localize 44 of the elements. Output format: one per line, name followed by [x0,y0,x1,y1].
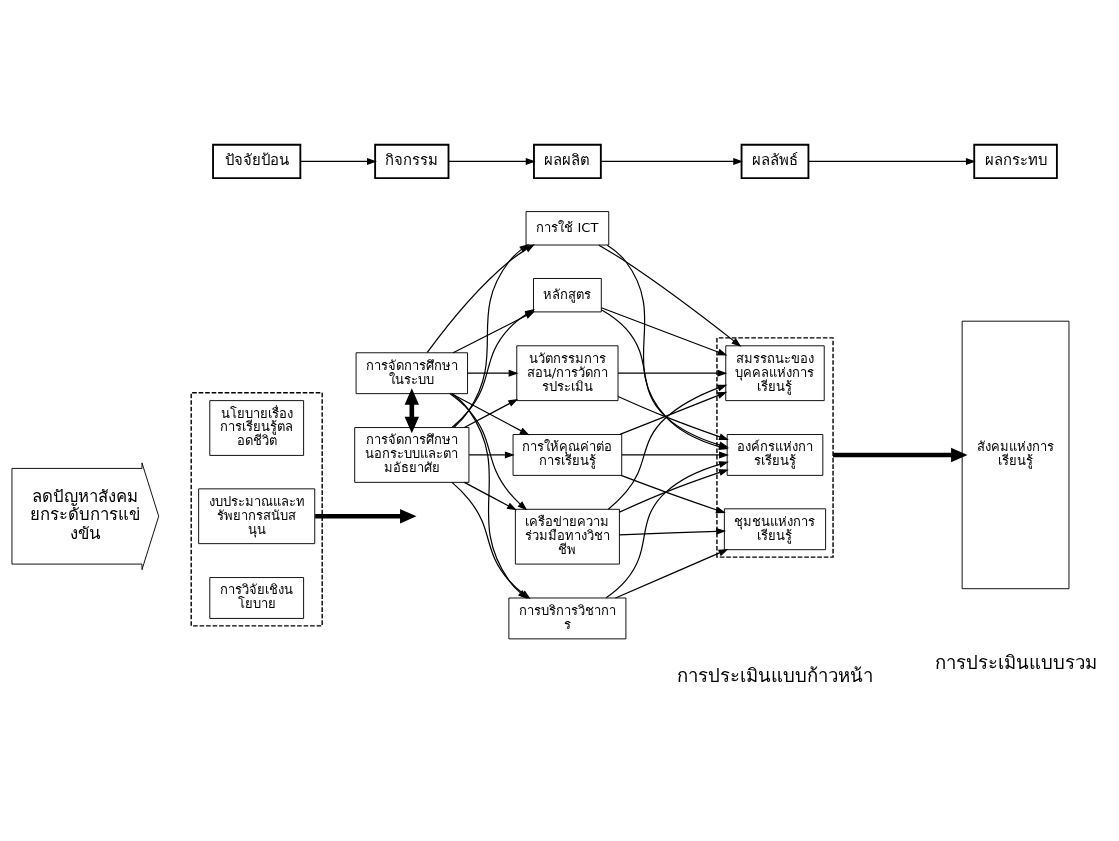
node-box: การจัดการศึกษานอกระบบและตามอัธยาศัย [354,427,470,483]
node-box: การวิจัยเชิงนโยบาย [209,577,305,619]
arrow [600,157,744,165]
label: การประเมินแบบรวม [934,651,1097,673]
arrow [463,481,517,511]
node-box: นโยบายเรื่องการเรียนรู้ตลอดชีวิต [209,400,305,456]
cluster [190,392,323,627]
node-box: ผลกระทบ [973,143,1058,180]
label: การประเมินแบบก้าวหน้า [676,664,873,686]
node-box: สังคมแห่งการเรียนรู้ [961,320,1070,590]
arrow [300,157,377,165]
arrow [618,527,727,536]
arrow [404,388,419,434]
node-box: งบประมาณและทรัพยากรสนับสนุน [198,488,316,545]
arrow [450,393,530,436]
node-box: หลักสูตร [533,278,602,313]
arrow [617,369,728,377]
node-box: การใช้ ICT [525,211,610,246]
node-box: ปัจจัยป้อน [212,143,302,180]
arrow [598,244,742,347]
arrow [808,157,976,165]
arrow [621,451,729,459]
node-box: สมรรถนะของบุคคลแห่งการเรียนรู้ [725,345,825,402]
arrow [453,244,530,429]
node-box: ผลลัพธ์ [740,143,810,180]
node-box: เครือข่ายความร่วมมือทางวิชาชีพ [514,508,620,565]
node-box: การบริการวิชาการ [508,597,627,640]
arrow [449,393,528,511]
arrow [600,307,728,356]
node-box: การให้คุณค่าต่อการเรียนรู้ [512,434,623,476]
arrow [468,451,515,459]
node-box: ชุมชนแห่งการเรียนรู้ [723,508,827,551]
arrow [614,549,729,599]
arrow [833,447,968,463]
arrow [467,369,519,377]
node-box: กิจกรรม [374,143,450,180]
arrow [463,398,519,429]
node-box: องค์กรแห่งการเรียนรู้ [726,434,824,476]
node-box: ผลผลิต [533,143,602,180]
arrow [605,461,729,599]
node-box: การจัดการศึกษาในระบบ [355,352,468,395]
arrow [448,157,536,165]
arrow [315,509,417,524]
node-box: นวัตกรรมการสอน/การวัดการประเมิน [516,345,619,402]
